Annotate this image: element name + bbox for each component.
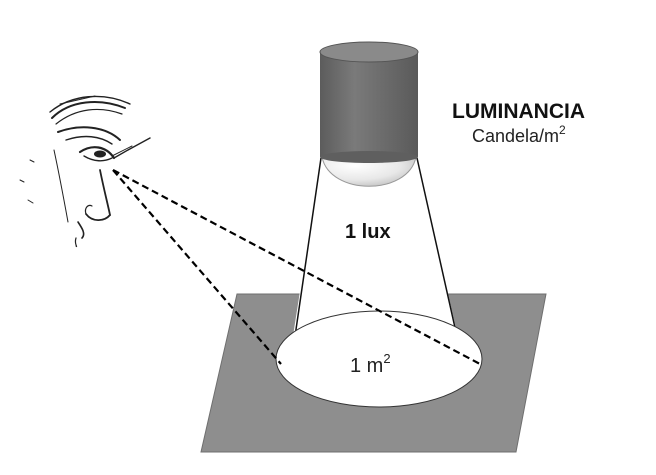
illuminance-label: 1 lux (345, 221, 391, 243)
cylinder-body (320, 52, 418, 157)
area-label-exponent: 2 (383, 351, 390, 366)
area-label-base: 1 m (350, 355, 383, 377)
cone-edge-right (416, 157, 461, 351)
light-cone (290, 157, 462, 355)
luminance-unit-exponent: 2 (559, 123, 566, 137)
sight-line-lower (112, 169, 282, 365)
sight-line-upper (112, 169, 481, 365)
luminance-unit-base: Candela/m (472, 126, 559, 146)
area-label: 1 m2 (350, 351, 391, 377)
luminance-unit: Candela/m2 (472, 123, 566, 146)
cone-edge-left (292, 157, 322, 351)
lamp-bulb (321, 156, 417, 187)
cylinder-top (319, 41, 419, 63)
luminance-title: LUMINANCIA (452, 100, 585, 123)
eye-profile-icon (19, 95, 151, 248)
cylinder-lamp-icon (319, 41, 419, 187)
